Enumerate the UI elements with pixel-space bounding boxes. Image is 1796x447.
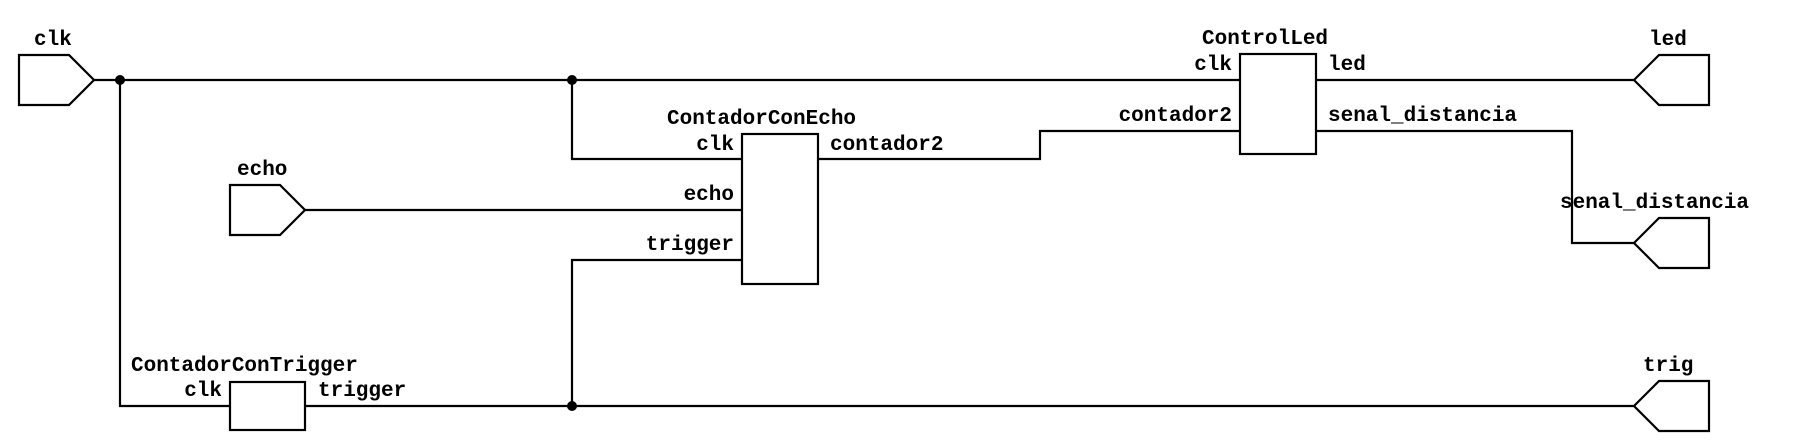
pin-label-senal-distancia: senal_distancia — [1328, 105, 1517, 128]
input-port-echo[interactable]: echo — [228, 159, 307, 237]
pin-label-trigger: trigger — [318, 380, 406, 403]
output-port-trig[interactable]: trig — [1632, 355, 1711, 433]
wire-trigger-up — [570, 258, 742, 406]
pin-label-echo: echo — [684, 184, 734, 207]
junction-dot — [567, 75, 577, 85]
wires — [94, 78, 1634, 408]
output-port-senal-distancia[interactable]: senal_distancia — [1560, 192, 1749, 270]
input-port-clk[interactable]: clk — [17, 29, 96, 107]
pin-label-clk: clk — [696, 134, 734, 157]
wire-clk-to-echo — [570, 80, 742, 161]
pin-label-led: led — [1328, 54, 1366, 77]
pin-label-contador2: contador2 — [830, 134, 943, 157]
block-title: ContadorConTrigger — [131, 355, 358, 378]
pin-label-trigger: trigger — [646, 234, 734, 257]
junction-dot — [567, 401, 577, 411]
port-label-echo: echo — [237, 159, 287, 182]
wire-clk-down — [118, 80, 230, 408]
port-label-led: led — [1649, 29, 1687, 52]
block-control-led[interactable]: ControlLed clk contador2 led senal_dista… — [1119, 28, 1518, 156]
port-label-trig: trig — [1643, 355, 1693, 378]
block-contador-con-echo[interactable]: ContadorConEcho clk echo trigger contado… — [646, 108, 944, 286]
block-title: ControlLed — [1202, 28, 1328, 51]
pin-label-clk: clk — [1194, 54, 1232, 77]
port-label-senal-distancia: senal_distancia — [1560, 192, 1749, 215]
pin-label-contador2: contador2 — [1119, 105, 1232, 128]
wire-senal-distancia — [1316, 129, 1634, 245]
port-label-clk: clk — [34, 29, 72, 52]
block-title: ContadorConEcho — [667, 108, 856, 131]
block-contador-con-trigger[interactable]: ContadorConTrigger clk trigger — [131, 355, 406, 432]
junction-dot — [115, 75, 125, 85]
wire-contador2 — [818, 129, 1240, 161]
output-port-led[interactable]: led — [1632, 29, 1711, 107]
pin-label-clk: clk — [184, 380, 222, 403]
